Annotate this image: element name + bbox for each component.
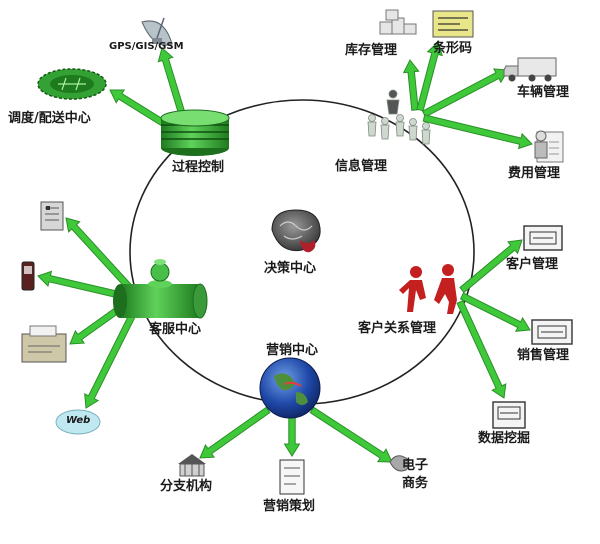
expense-label: 费用管理 xyxy=(508,166,561,181)
expense-clerk-icon xyxy=(534,130,564,163)
dispatch-center-icon xyxy=(37,68,107,100)
vehicle-label: 车辆管理 xyxy=(517,85,570,100)
marketing-plan-document-icon xyxy=(279,459,305,495)
ecommerce-label-line2: 商务 xyxy=(402,476,429,491)
arrow-marketing-to-plan xyxy=(283,417,301,457)
web-icon xyxy=(55,409,101,435)
server-tower-icon xyxy=(40,201,64,231)
arrow-crm-to-sales xyxy=(459,292,531,332)
arrow-info-to-expense xyxy=(422,114,533,150)
crm-label: 客户关系管理 xyxy=(358,321,437,336)
customer-relations-icon xyxy=(399,264,457,314)
ecommerce-hand-icon xyxy=(389,455,410,472)
arrow-info-to-vehicle xyxy=(421,68,509,118)
branch-building-icon xyxy=(178,454,206,477)
decision-center-label: 决策中心 xyxy=(264,261,317,276)
arrow-service-to-phone xyxy=(37,270,126,300)
customer-card-icon xyxy=(523,225,563,251)
data-mining-label: 数据挖掘 xyxy=(478,431,531,446)
data-mining-icon xyxy=(492,401,526,429)
arrow-crm-to-datamining xyxy=(456,300,507,399)
arrows-group xyxy=(37,41,533,463)
arrow-info-to-inventory xyxy=(402,59,420,111)
sales-card-icon xyxy=(531,319,573,345)
people-group-icon xyxy=(367,89,431,145)
info-management-label: 信息管理 xyxy=(335,159,388,174)
truck-icon xyxy=(503,57,557,82)
process-control-label: 过程控制 xyxy=(172,160,225,175)
brain-icon xyxy=(271,209,321,253)
arrow-process-to-dispatch xyxy=(109,89,171,130)
arrow-marketing-to-ecommerce xyxy=(309,406,393,463)
sales-mgmt-label: 销售管理 xyxy=(517,348,570,363)
warehouse-boxes-icon xyxy=(379,9,417,35)
barcode-label: 条形码 xyxy=(433,41,473,56)
mobile-phone-icon xyxy=(21,261,35,291)
dispatch-center-label: 调度/配送中心 xyxy=(8,111,91,126)
service-center-icon xyxy=(113,259,208,319)
ecommerce-label-line1: 电子 xyxy=(402,458,429,473)
web-label: Web xyxy=(66,415,91,426)
branch-label: 分支机构 xyxy=(160,479,213,494)
customer-mgmt-label: 客户管理 xyxy=(506,257,559,272)
server-stack-icon xyxy=(160,109,230,156)
arrow-info-to-barcode xyxy=(416,41,443,112)
marketing-plan-label: 营销策划 xyxy=(263,499,316,514)
arrow-service-to-web xyxy=(84,309,138,409)
arrow-marketing-to-branch xyxy=(199,406,271,459)
fax-machine-icon xyxy=(21,325,67,363)
arrow-process-to-gps xyxy=(157,47,186,116)
barcode-icon xyxy=(432,10,474,38)
arrow-service-to-server xyxy=(65,217,134,291)
gps-label: GPS/GIS/GSM xyxy=(109,41,184,52)
inventory-label: 库存管理 xyxy=(345,43,398,58)
marketing-center-label: 营销中心 xyxy=(266,343,319,358)
globe-icon xyxy=(259,357,321,419)
arrow-crm-to-customer xyxy=(459,239,523,294)
service-center-label: 客服中心 xyxy=(149,322,202,337)
satellite-dish-icon xyxy=(141,17,173,46)
